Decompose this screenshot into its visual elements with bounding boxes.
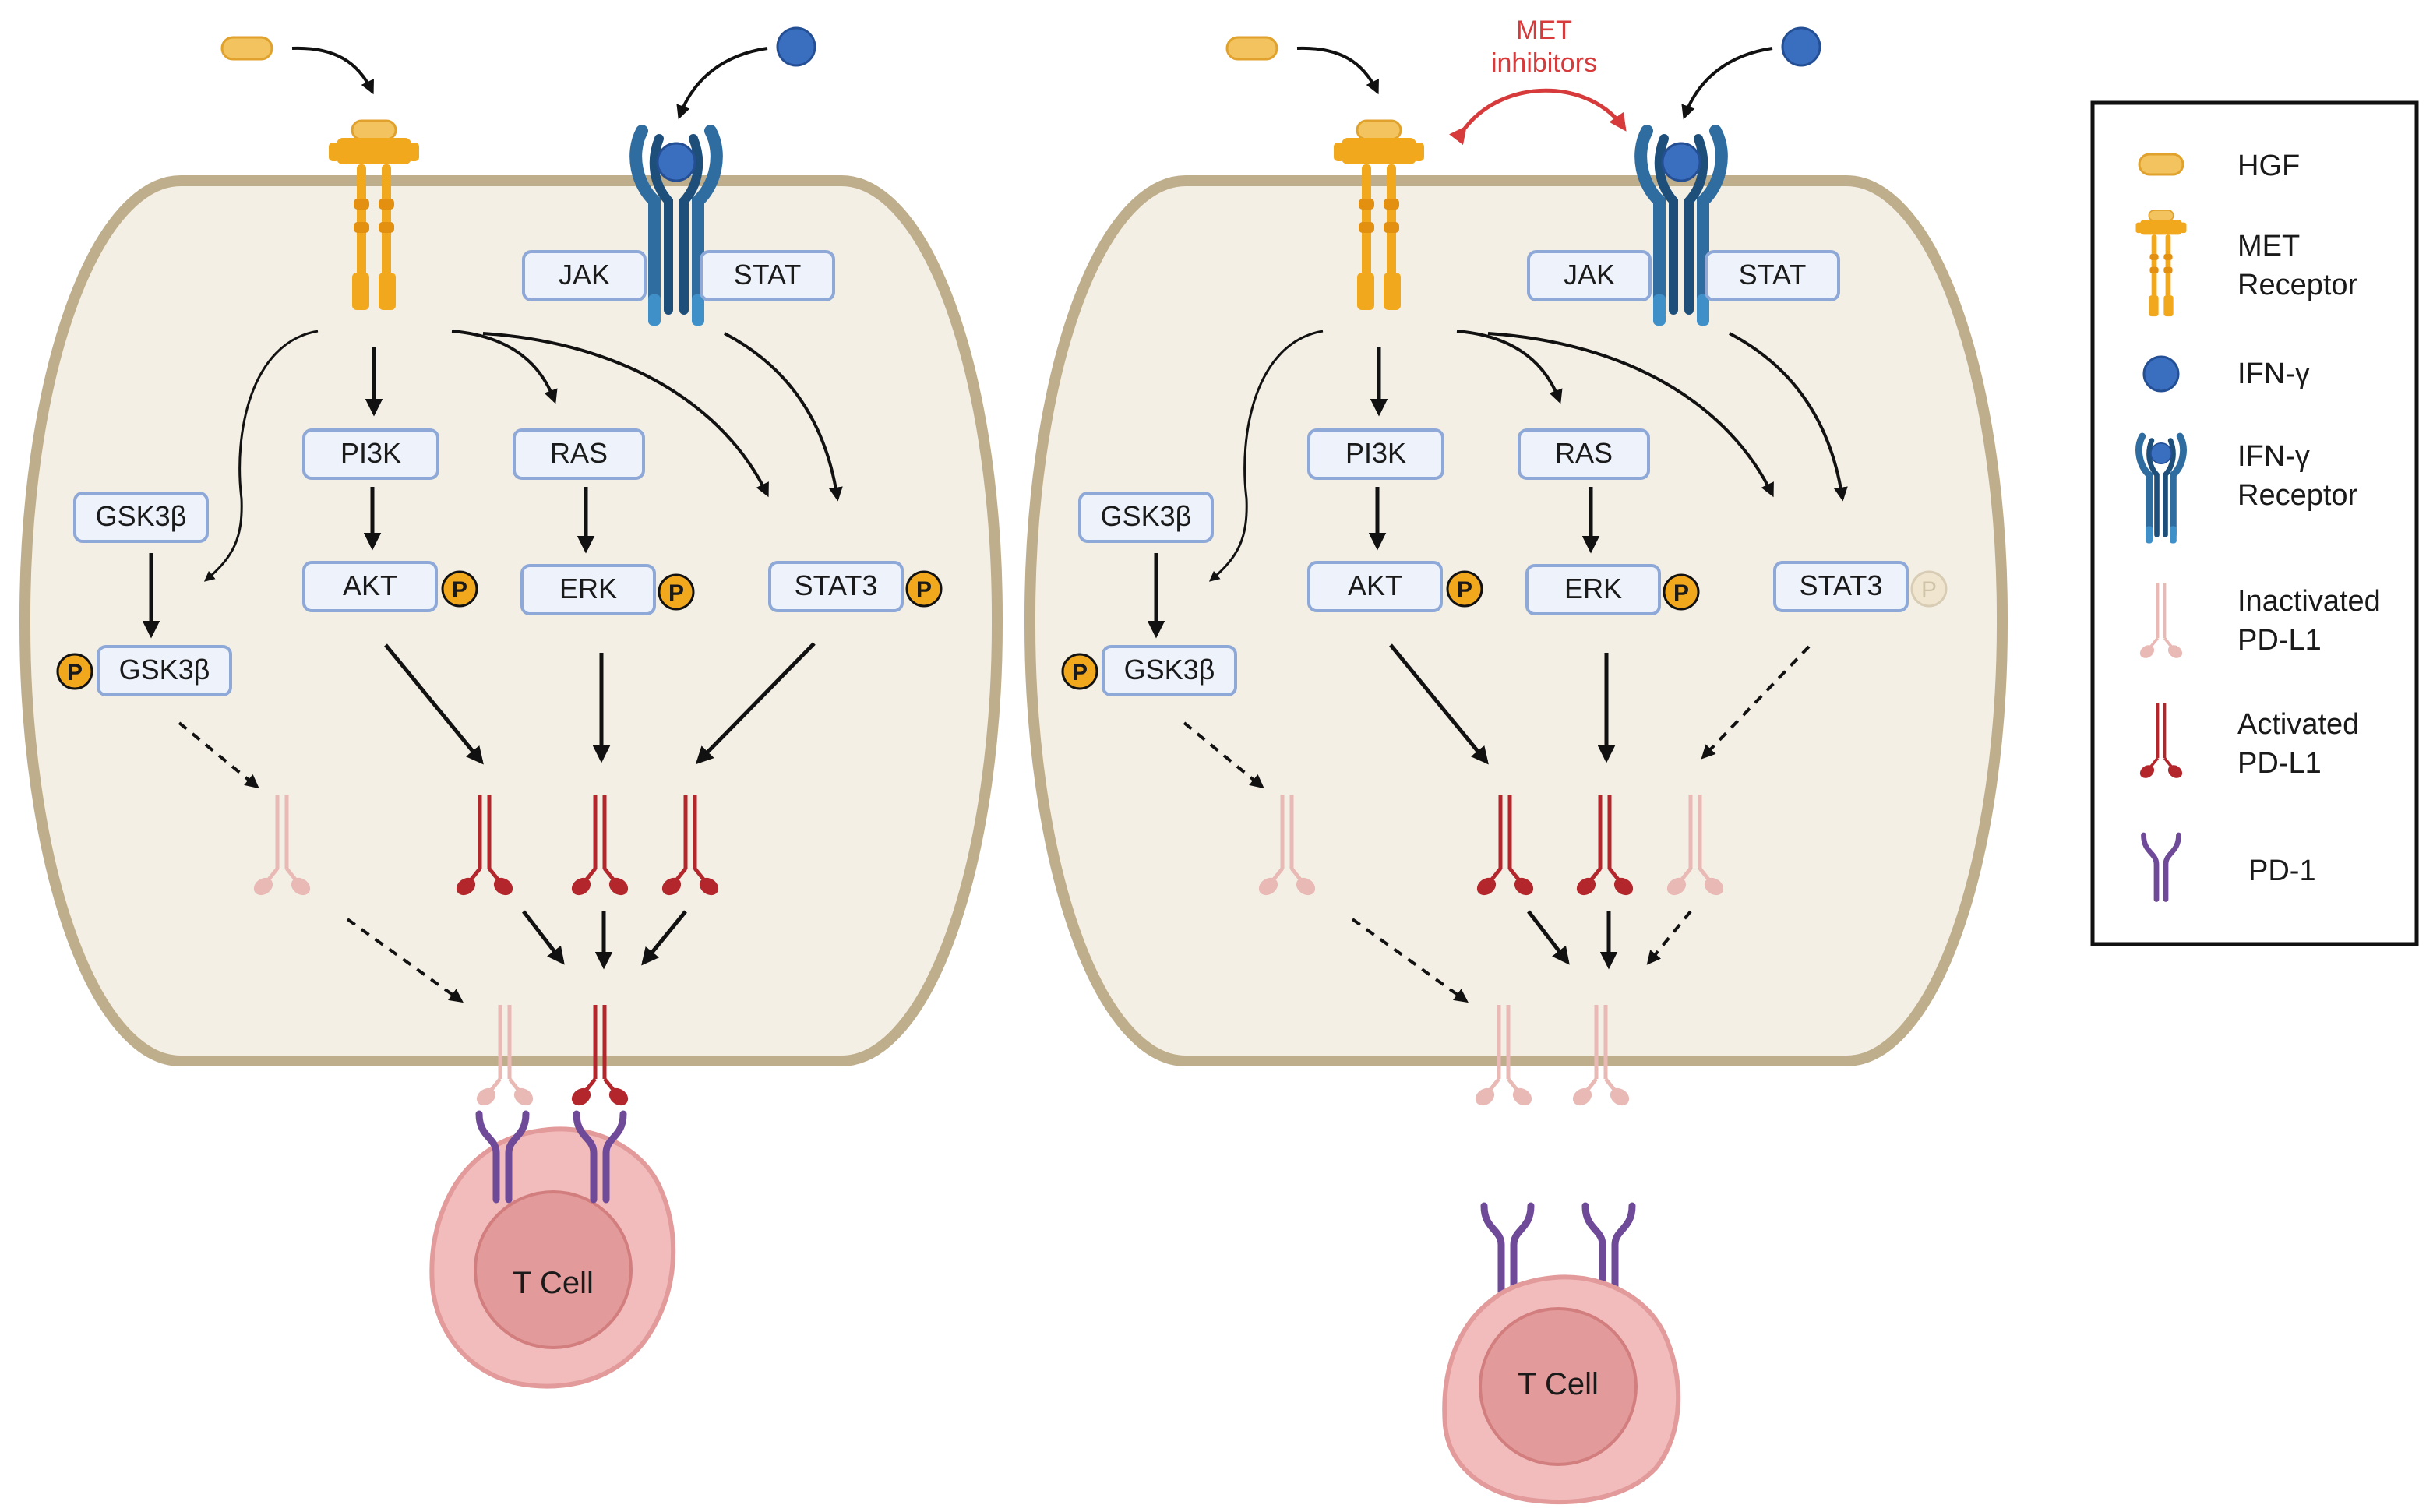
akt-label: AKT xyxy=(1348,569,1402,601)
phospho-badge-erk xyxy=(658,573,695,611)
pd1-icon xyxy=(1484,1206,1531,1292)
stat3-label: STAT3 xyxy=(1800,569,1883,601)
pi3k-label: PI3K xyxy=(1345,437,1406,469)
stat3-node xyxy=(1773,561,1909,612)
stat-node xyxy=(700,250,835,301)
t-cell-nucleus xyxy=(474,1190,633,1349)
legend-ifn-receptor-line1: IFN-γ xyxy=(2237,440,2310,473)
t-cell-nucleus xyxy=(1479,1307,1638,1466)
stat3-node xyxy=(768,561,904,612)
phospho-badge-akt xyxy=(441,570,478,608)
pi3k-node xyxy=(302,428,439,480)
tumor-cell-left xyxy=(19,175,1003,1066)
stat3-label: STAT3 xyxy=(795,569,878,601)
gsk3b-label: GSK3β xyxy=(96,500,187,532)
erk-label: ERK xyxy=(1564,573,1622,604)
panel-left: JAK STAT PI3K RAS GSK3β AKT P ERK P STAT… xyxy=(19,26,1003,1389)
legend-active-pdl1-line1: Activated xyxy=(2237,708,2359,741)
ras-node xyxy=(513,428,645,480)
phospho-label: P xyxy=(452,577,467,603)
jak-label: JAK xyxy=(1564,259,1615,291)
phospho-label: P xyxy=(916,577,932,603)
legend-pd1-label: PD-1 xyxy=(2248,855,2316,887)
gsk3b-node xyxy=(1078,492,1214,543)
phospho-label: P xyxy=(1072,660,1088,686)
gsk3b-node xyxy=(73,492,209,543)
met-inhibitors-arrow xyxy=(1449,88,1627,146)
legend: HGF MET Receptor IFN-γ IFN-γ Receptor In… xyxy=(2090,100,2419,946)
gsk3b-phospho-node xyxy=(1102,645,1237,696)
ras-label: RAS xyxy=(550,437,608,469)
gsk3b-label: GSK3β xyxy=(119,654,210,686)
t-cell-label: T Cell xyxy=(513,1266,594,1300)
legend-inactive-pdl1-line1: Inactivated xyxy=(2237,585,2381,618)
phospho-badge-erk xyxy=(1663,573,1700,611)
phospho-label: P xyxy=(1457,577,1472,603)
stat-label: STAT xyxy=(1739,259,1807,291)
t-cell-right: T Cell xyxy=(1442,1274,1681,1505)
phospho-badge-stat3-faded xyxy=(1910,570,1948,608)
ifn-gamma-ligand-icon xyxy=(1781,26,1821,67)
met-inhibitors-label-line1: MET xyxy=(1516,16,1572,45)
akt-label: AKT xyxy=(343,569,397,601)
hgf-ligand-icon xyxy=(1225,36,1278,61)
jak-node xyxy=(1527,250,1652,301)
legend-inactive-pdl1-line2: PD-L1 xyxy=(2237,624,2322,657)
t-cell-left: T Cell xyxy=(429,1126,676,1389)
jak-node xyxy=(522,250,647,301)
phospho-badge-stat3 xyxy=(905,570,943,608)
phospho-label: P xyxy=(668,580,684,606)
erk-node xyxy=(520,564,656,615)
ras-node xyxy=(1518,428,1650,480)
phospho-badge-gsk3b xyxy=(1061,653,1098,690)
phospho-label-faded: P xyxy=(1921,577,1937,603)
phospho-badge-akt xyxy=(1446,570,1483,608)
t-cell-label: T Cell xyxy=(1518,1367,1599,1401)
phospho-label: P xyxy=(1673,580,1689,606)
ras-label: RAS xyxy=(1555,437,1613,469)
ifn-gamma-ligand-icon xyxy=(776,26,816,67)
tumor-cell-right xyxy=(1024,175,2008,1066)
erk-node xyxy=(1525,564,1661,615)
hgf-icon xyxy=(2138,153,2184,176)
akt-node xyxy=(302,561,438,612)
legend-met-label-line1: MET xyxy=(2237,230,2300,263)
gsk3b-label: GSK3β xyxy=(1101,500,1192,532)
legend-ifn-receptor-line2: Receptor xyxy=(2237,479,2358,512)
phospho-label: P xyxy=(67,660,83,686)
hgf-ligand-icon xyxy=(220,36,273,61)
gsk3b-phospho-node xyxy=(97,645,232,696)
akt-node xyxy=(1307,561,1443,612)
phospho-badge-gsk3b xyxy=(56,653,93,690)
pi3k-node xyxy=(1307,428,1444,480)
legend-active-pdl1-line2: PD-L1 xyxy=(2237,747,2322,780)
legend-hgf-label: HGF xyxy=(2237,150,2300,182)
met-inhibitors-label-line2: inhibitors xyxy=(1491,48,1597,78)
pi3k-label: PI3K xyxy=(340,437,401,469)
panel-right: MET inhibitors JAK STAT PI3K RAS GSK3β A… xyxy=(1024,16,2008,1505)
gsk3b-label: GSK3β xyxy=(1124,654,1215,686)
erk-label: ERK xyxy=(559,573,617,604)
jak-label: JAK xyxy=(559,259,610,291)
ifn-gamma-icon xyxy=(2142,355,2180,393)
legend-ifn-label: IFN-γ xyxy=(2237,358,2310,390)
stat-label: STAT xyxy=(734,259,802,291)
legend-met-label-line2: Receptor xyxy=(2237,269,2358,301)
stat-node xyxy=(1705,250,1840,301)
